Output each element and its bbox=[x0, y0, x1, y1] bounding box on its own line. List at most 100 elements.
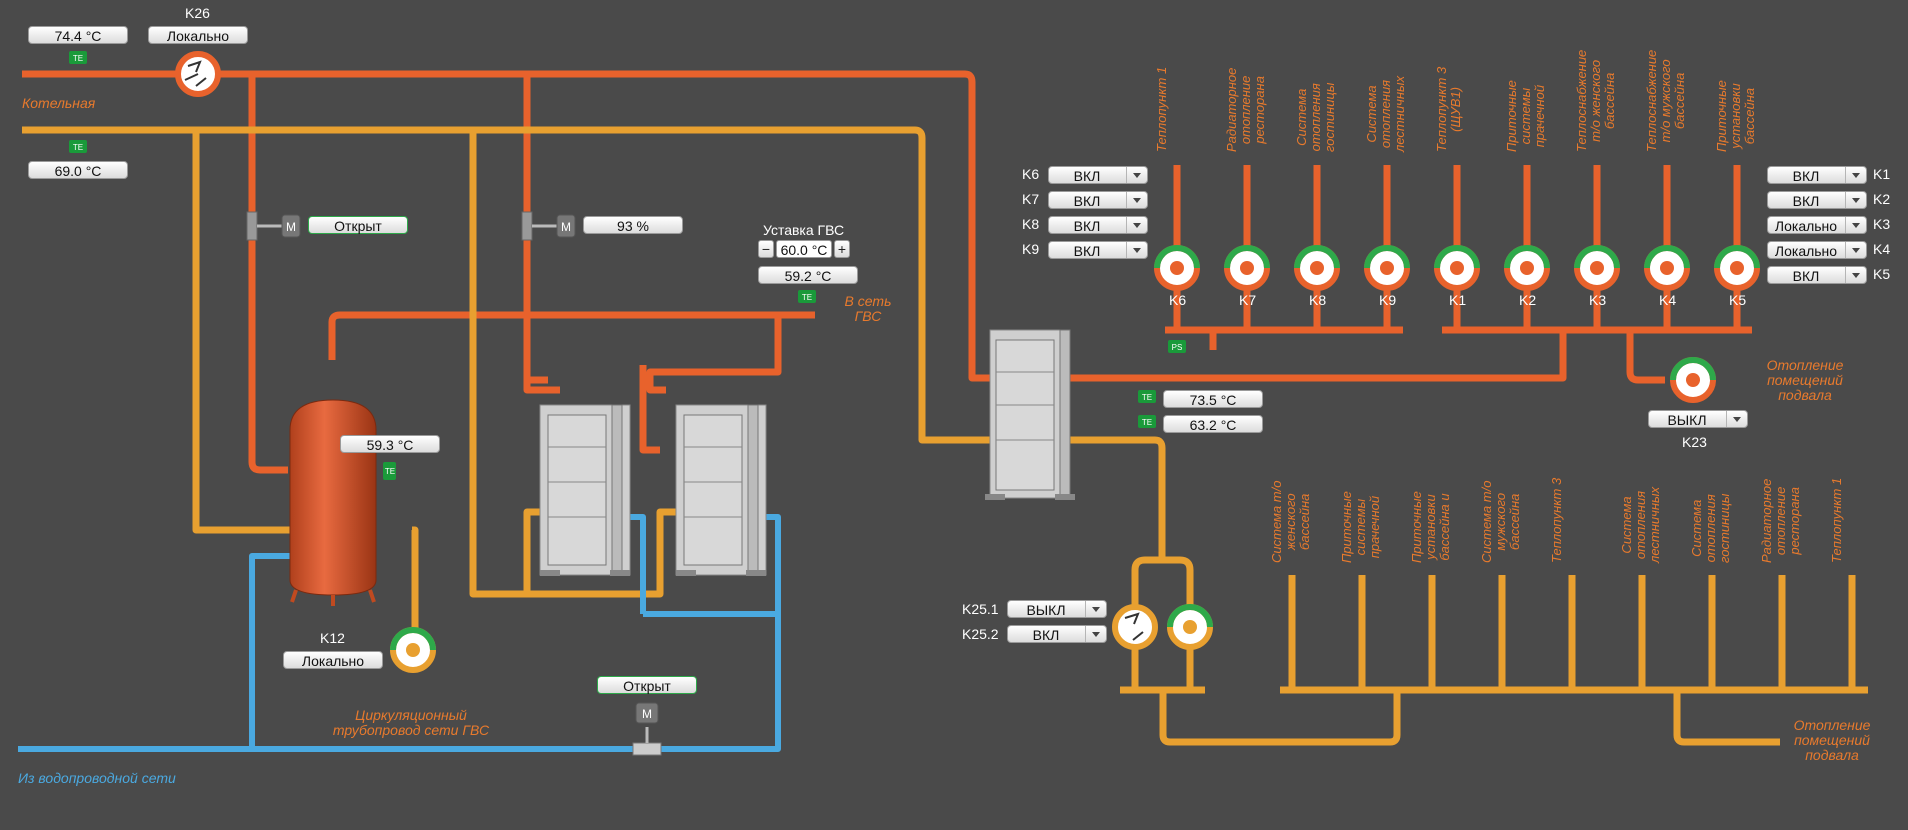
return-branch-label: Теплопункт 1 bbox=[1829, 477, 1844, 563]
pump-k9-mode-value: ВКЛ bbox=[1073, 243, 1101, 259]
pump-k25-2[interactable] bbox=[1167, 604, 1213, 650]
setpoint-decrement-button[interactable]: − bbox=[758, 240, 774, 258]
svg-text:TE: TE bbox=[73, 54, 83, 63]
sensor-tags: TE TE TE TE TE TE PS bbox=[69, 51, 1186, 480]
supply-branch-label: Теплоснабжение т/о мужского бассейна bbox=[1644, 49, 1687, 152]
svg-text:TE: TE bbox=[1142, 393, 1152, 402]
return-pipes bbox=[22, 126, 1868, 746]
chevron-down-icon bbox=[1085, 626, 1106, 642]
return-branch-label: Система т/о женского бассейна bbox=[1269, 480, 1312, 563]
dhw-network-label: В сеть ГВС bbox=[844, 293, 892, 324]
supply-branch-label: Теплопункт 1 bbox=[1154, 66, 1169, 152]
return-branch-label: Приточные системы прачечной bbox=[1339, 491, 1382, 563]
pump-k4-mode-value: Локально bbox=[1774, 243, 1838, 259]
boiler-label: Котельная bbox=[22, 95, 96, 111]
pump-k6-mode[interactable]: ВКЛ bbox=[1048, 166, 1148, 184]
pump-k6[interactable] bbox=[1154, 245, 1200, 291]
te-sensor-return: TE bbox=[69, 140, 87, 153]
pump-k5-mode-value: ВКЛ bbox=[1792, 268, 1820, 284]
heat-exchanger-1 bbox=[539, 404, 631, 576]
pump-k4[interactable] bbox=[1644, 245, 1690, 291]
dhw-setpoint-title: Уставка ГВС bbox=[763, 222, 845, 238]
control-valve-1[interactable]: M bbox=[246, 211, 301, 241]
te-sensor-supply: TE bbox=[69, 51, 87, 64]
hx-supply-temp: 73.5 °C bbox=[1163, 390, 1263, 408]
pump-k1[interactable] bbox=[1434, 245, 1480, 291]
pump-k8[interactable] bbox=[1294, 245, 1340, 291]
supply-branch-label: Система отопления гостиницы bbox=[1294, 82, 1337, 152]
pump-k5[interactable] bbox=[1714, 245, 1760, 291]
pump-k7[interactable] bbox=[1224, 245, 1270, 291]
pump-k26[interactable] bbox=[175, 51, 221, 97]
storage-tank bbox=[289, 399, 377, 606]
pump-k6-mode-value: ВКЛ bbox=[1073, 168, 1101, 184]
valve-2-state[interactable]: 93 % bbox=[583, 216, 683, 234]
pump-k12-mode[interactable]: Локально bbox=[283, 651, 383, 669]
pump-k2[interactable] bbox=[1504, 245, 1550, 291]
dhw-setpoint-stepper[interactable]: − 60.0 °C + bbox=[758, 240, 850, 258]
pump-k6-name: K6 bbox=[1022, 166, 1040, 182]
pump-k5-mode[interactable]: ВКЛ bbox=[1767, 266, 1867, 284]
water-inlet-label: Из водопроводной сети bbox=[18, 770, 176, 786]
ps-sensor: PS bbox=[1168, 340, 1186, 353]
pump-label-k8: K8 bbox=[1309, 292, 1327, 308]
pump-k12[interactable] bbox=[390, 627, 436, 673]
supply-branch-label: Теплопункт 3 (ЩУВ1) bbox=[1434, 66, 1463, 152]
return-branch-label: Радиаторное отопление ресторана bbox=[1759, 478, 1802, 563]
chevron-down-icon bbox=[1845, 267, 1866, 283]
control-valve-2[interactable]: M bbox=[521, 211, 576, 241]
hot-pipes bbox=[22, 70, 1752, 474]
pump-k2-mode[interactable]: ВКЛ bbox=[1767, 191, 1867, 209]
te-sensor-hx-supply: TE bbox=[1138, 390, 1156, 403]
pump-k4-mode[interactable]: Локально bbox=[1767, 241, 1867, 259]
pump-k3-mode[interactable]: Локально bbox=[1767, 216, 1867, 234]
pump-k3[interactable] bbox=[1574, 245, 1620, 291]
inlet-valve[interactable]: M bbox=[632, 702, 662, 756]
valve-1-state[interactable]: Открыт bbox=[308, 216, 408, 234]
supply-branch-label: Радиаторное отопление ресторана bbox=[1224, 67, 1267, 152]
pump-label-k7: K7 bbox=[1239, 292, 1257, 308]
pump-k25-1[interactable] bbox=[1112, 604, 1158, 650]
pump-k9-mode[interactable]: ВКЛ bbox=[1048, 241, 1148, 259]
pump-k8-mode[interactable]: ВКЛ bbox=[1048, 216, 1148, 234]
inlet-valve-state[interactable]: Открыт bbox=[597, 676, 697, 694]
setpoint-increment-button[interactable]: + bbox=[834, 240, 850, 258]
te-sensor-tank: TE bbox=[383, 462, 396, 480]
pump-label-k5: K5 bbox=[1729, 292, 1747, 308]
boiler-supply-temp: 74.4 °C bbox=[28, 26, 128, 44]
pump-k25-2-mode[interactable]: ВКЛ bbox=[1007, 625, 1107, 643]
pump-k7-mode[interactable]: ВКЛ bbox=[1048, 191, 1148, 209]
heat-exchanger-2 bbox=[675, 404, 767, 576]
tank-temp: 59.3 °C bbox=[340, 435, 440, 453]
supply-branch-label: Приточные системы прачечной bbox=[1504, 80, 1547, 152]
chevron-down-icon bbox=[1126, 192, 1147, 208]
svg-text:TE: TE bbox=[385, 467, 395, 476]
pump-k1-mode[interactable]: ВКЛ bbox=[1767, 166, 1867, 184]
pump-k9-name: K9 bbox=[1022, 241, 1040, 257]
pump-label-k6: K6 bbox=[1169, 292, 1187, 308]
pump-k3-mode-value: Локально bbox=[1774, 218, 1838, 234]
pump-k23-mode-value: ВЫКЛ bbox=[1667, 412, 1707, 428]
pump-k9[interactable] bbox=[1364, 245, 1410, 291]
pump-k25-1-name: K25.1 bbox=[962, 601, 999, 617]
pump-k1-name: K1 bbox=[1873, 166, 1891, 182]
dhw-actual-temp: 59.2 °C bbox=[758, 266, 858, 284]
chevron-down-icon bbox=[1126, 217, 1147, 233]
supply-pumps[interactable] bbox=[1154, 245, 1760, 291]
return-branch-label: Система т/о мужского бассейна bbox=[1479, 480, 1522, 563]
pump-label-k3: K3 bbox=[1589, 292, 1607, 308]
pump-k8-mode-value: ВКЛ bbox=[1073, 218, 1101, 234]
pump-k2-name: K2 bbox=[1873, 191, 1891, 207]
supply-branch-label: Приточные установки бассейна bbox=[1714, 80, 1757, 152]
pump-k23[interactable] bbox=[1670, 357, 1716, 403]
pump-k23-mode[interactable]: ВЫКЛ bbox=[1648, 410, 1748, 428]
motor-icon: M bbox=[561, 220, 571, 234]
setpoint-value[interactable]: 60.0 °C bbox=[776, 240, 832, 258]
pump-k5-name: K5 bbox=[1873, 266, 1891, 282]
pump-k25-1-mode[interactable]: ВЫКЛ bbox=[1007, 600, 1107, 618]
pump-k26-mode[interactable]: Локально bbox=[148, 26, 248, 44]
chevron-down-icon bbox=[1845, 167, 1866, 183]
svg-text:TE: TE bbox=[73, 143, 83, 152]
chevron-down-icon bbox=[1845, 192, 1866, 208]
pump-k7-mode-value: ВКЛ bbox=[1073, 193, 1101, 209]
